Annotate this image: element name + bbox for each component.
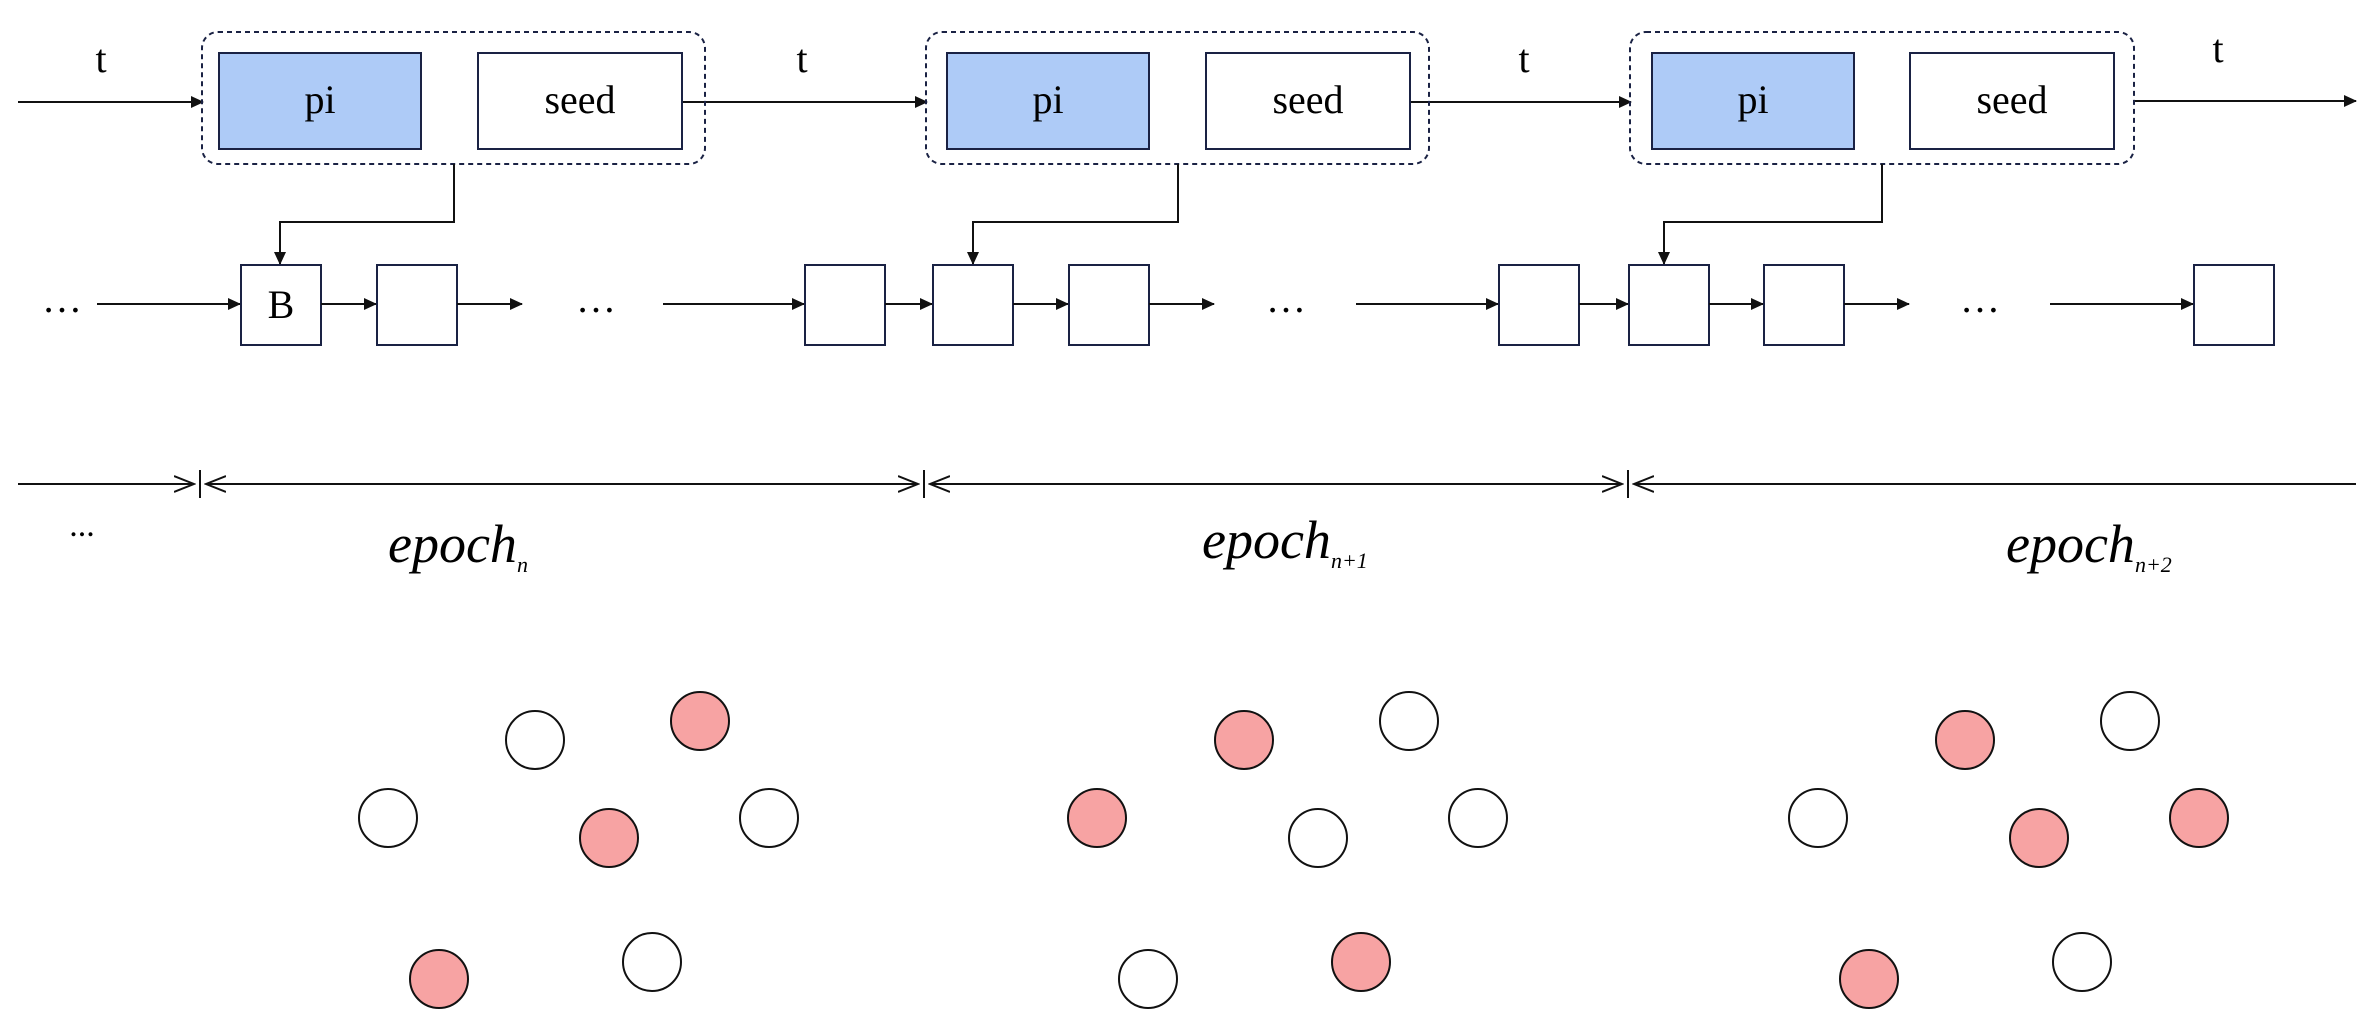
chain-ellipsis: …	[1960, 276, 2000, 321]
block	[1763, 264, 1845, 346]
seed-to-block-arrow	[967, 164, 1179, 265]
pi-label: pi	[304, 77, 335, 122]
seed-box	[1909, 52, 2115, 150]
seed-box	[477, 52, 683, 150]
stage-group: pi seed	[1629, 31, 2135, 165]
node-cluster-epoch-n2	[1788, 691, 2229, 1009]
block-chain: … B … … …	[42, 264, 2275, 346]
pi-label: pi	[1032, 77, 1063, 122]
pi-box	[946, 52, 1150, 150]
node	[358, 788, 418, 848]
node-selected	[1067, 788, 1127, 848]
epoch-label-n1: epochn+1	[1202, 510, 1368, 573]
node	[1788, 788, 1848, 848]
t-label: t	[2212, 26, 2223, 71]
chain-ellipsis: …	[42, 276, 82, 321]
node	[1288, 808, 1348, 868]
node	[1379, 691, 1439, 751]
node	[2052, 932, 2112, 992]
node-selected	[2009, 808, 2069, 868]
node	[505, 710, 565, 770]
node-selected	[1839, 949, 1899, 1009]
block	[376, 264, 458, 346]
node	[2100, 691, 2160, 751]
node-selected	[670, 691, 730, 751]
node-selected	[409, 949, 469, 1009]
block	[932, 264, 1014, 346]
epoch-timeline: ... epochn epochn+1 epochn+2	[18, 470, 2356, 577]
block-b-label: B	[268, 282, 295, 327]
node-selected	[2169, 788, 2229, 848]
epoch-label-n2: epochn+2	[2006, 514, 2172, 577]
block	[2193, 264, 2275, 346]
node-selected	[1214, 710, 1274, 770]
node	[739, 788, 799, 848]
block	[804, 264, 886, 346]
node	[1118, 949, 1178, 1009]
t-label: t	[1518, 36, 1529, 81]
stage-group: pi seed	[925, 31, 1430, 165]
seed-to-block-arrow	[1658, 164, 1883, 265]
t-label: t	[796, 36, 807, 81]
seed-label: seed	[1272, 77, 1343, 122]
seed-label: seed	[1976, 77, 2047, 122]
epoch-label-n: epochn	[388, 514, 528, 577]
stage-row: t t t t pi seed pi seed pi seed	[18, 26, 2357, 265]
node-cluster-epoch-n1	[1067, 691, 1508, 1009]
pi-box	[1651, 52, 1855, 150]
seed-box	[1205, 52, 1411, 150]
node	[622, 932, 682, 992]
timeline-ellipsis: ...	[69, 507, 95, 544]
block	[1628, 264, 1710, 346]
node	[1448, 788, 1508, 848]
stage-group: pi seed	[201, 31, 706, 165]
chain-ellipsis: …	[576, 276, 616, 321]
node-cluster-epoch-n	[358, 691, 799, 1009]
chain-ellipsis: …	[1266, 276, 1306, 321]
t-label: t	[95, 36, 106, 81]
pi-label: pi	[1737, 77, 1768, 122]
block	[1498, 264, 1580, 346]
seed-to-block-arrow	[274, 164, 455, 265]
node-selected	[579, 808, 639, 868]
node-selected	[1935, 710, 1995, 770]
node-selected	[1331, 932, 1391, 992]
seed-label: seed	[544, 77, 615, 122]
pi-box	[218, 52, 422, 150]
block	[1068, 264, 1150, 346]
